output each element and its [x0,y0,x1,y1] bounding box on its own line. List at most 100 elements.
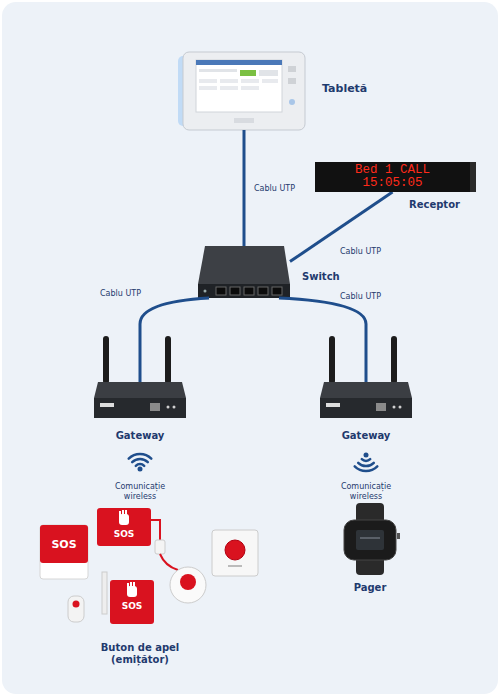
pager-illustration [344,520,396,560]
call-button-illustration [130,582,132,588]
cable-line [140,298,209,382]
call-button-illustration [127,583,129,589]
tablet-illustration [199,69,237,72]
wireless-icon [136,464,144,466]
call-button-illustration [160,554,178,570]
switch-illustration [198,246,290,298]
tablet-illustration [241,79,259,83]
switch-illustration [204,290,207,293]
switch-node: Switch [198,246,290,298]
switch-illustration [198,284,290,298]
switch-illustration [272,287,282,295]
call-button-illustration [119,511,121,517]
switch-illustration [230,287,240,295]
wireless-icon [355,459,378,471]
wireless-icon [358,463,374,466]
call-button-illustration [133,582,135,588]
edge-label: Cablu UTP [340,292,381,302]
button-text: SOS [104,529,144,540]
gateway-illustration [165,336,171,384]
wireless-label: Comunicație wireless [334,482,398,502]
call-button-illustration [40,525,88,563]
gateway-illustration [393,406,396,409]
button-text: SOS [112,601,152,612]
node-label: Receptor [409,199,460,211]
tablet-illustration [199,79,217,83]
node-label: Pager [320,582,420,594]
wireless-icon [362,459,370,461]
gateway-illustration [329,336,335,384]
wireless-label: Comunicație wireless [108,482,172,502]
edge-label: Cablu UTP [340,247,381,257]
call-button-illustration [180,574,196,590]
gateway-illustration [391,336,397,384]
pager-illustration [360,537,380,539]
edge-label: Cablu UTP [100,289,141,299]
gateway-illustration [326,403,340,407]
gateway-illustration [399,406,402,409]
call-button-illustration [102,572,107,614]
tablet-illustration [262,79,278,83]
call-button-illustration [122,510,124,516]
edge-label: Cablu UTP [254,184,295,194]
wireless-icon [132,459,148,462]
call-button-illustration [68,596,84,622]
tablet-illustration [289,99,295,105]
pager-illustration [344,503,400,575]
display-node: Bed 1 CALL 15:05:05Receptor [315,162,470,192]
tablet-illustration [220,79,238,83]
tablet-illustration [288,66,296,72]
switch-illustration [258,287,268,295]
gateway-illustration [100,403,114,407]
tablet-node: Tabletă [183,52,305,130]
button-text: SOS [44,538,84,551]
call-button-illustration [225,540,245,560]
call-button-illustration [151,520,160,542]
gateway-illustration [320,398,412,418]
wireless-icon [129,454,152,459]
tablet-illustration [234,118,254,123]
gateway-node: Gateway [320,382,412,418]
call-button-illustration [110,580,154,624]
gateway-illustration [94,382,186,398]
display-text: Bed 1 CALL 15:05:05 [347,164,439,190]
tablet-illustration [178,52,305,130]
node-label: Gateway [320,430,412,442]
call-button-illustration [125,510,127,516]
node-label: Tabletă [322,83,367,95]
call-button-illustration [73,601,80,608]
gateway-illustration [173,406,176,409]
tablet-illustration [288,78,296,84]
tablet-illustration [241,86,259,90]
tablet-illustration [259,70,278,76]
wireless-icon [364,453,369,458]
node-label: Switch [302,271,340,283]
cable-line [243,130,246,246]
gateway-illustration [167,406,170,409]
call-button-illustration [170,567,206,603]
tablet-illustration [196,60,282,112]
switch-illustration [216,287,226,295]
call-button-illustration [228,565,242,567]
pager-illustration [397,533,400,539]
wireless-icon [129,454,152,466]
wireless-icon [355,466,378,471]
call-button-illustration [212,530,258,576]
switch-illustration [198,246,290,284]
pager-illustration [356,530,384,550]
tablet-illustration [196,60,282,65]
display-endcap [469,162,476,192]
gateway-node: Gateway [94,382,186,418]
node-label: Gateway [94,430,186,442]
tablet-illustration [183,52,305,130]
wireless-icon [138,467,143,472]
cable-line [279,298,366,382]
call-button-illustration [155,540,165,554]
call-button-illustration [40,508,258,624]
gateway-illustration [94,398,186,418]
pager-illustration [356,503,384,575]
